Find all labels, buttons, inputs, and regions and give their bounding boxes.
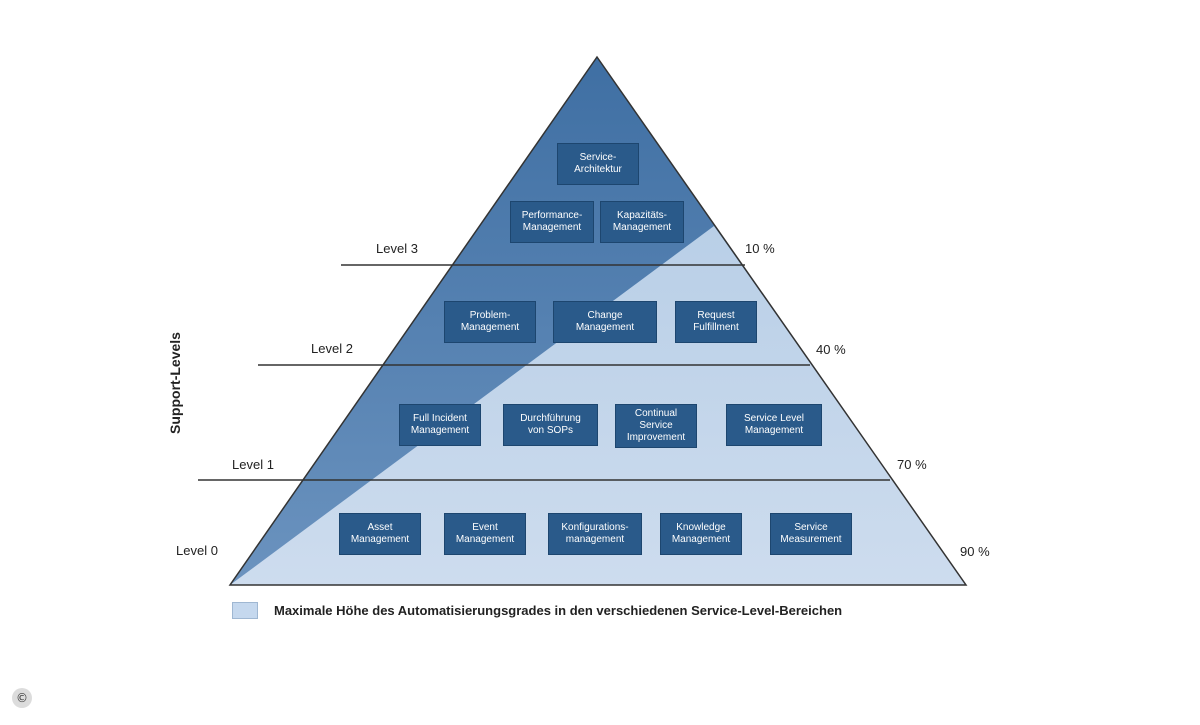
- level-0-percent: 90 %: [960, 544, 990, 559]
- service-architektur-box: Service- Architektur: [557, 143, 639, 185]
- service-level-management-box: Service Level Management: [726, 404, 822, 446]
- copyright-icon: ©: [12, 688, 32, 708]
- problem-management-box: Problem- Management: [444, 301, 536, 343]
- level-1-label: Level 1: [232, 457, 274, 472]
- request-fulfillment-box: Request Fulfillment: [675, 301, 757, 343]
- legend-text: Maximale Höhe des Automatisierungsgrades…: [274, 603, 843, 618]
- support-levels-axis-label: Support-Levels: [160, 318, 190, 448]
- asset-management-box: Asset Management: [339, 513, 421, 555]
- service-measurement-box: Service Measurement: [770, 513, 852, 555]
- kapazitaets-management-box: Kapazitäts- Management: [600, 201, 684, 243]
- support-levels-axis-text: Support-Levels: [167, 332, 183, 434]
- full-incident-management-box: Full Incident Management: [399, 404, 481, 446]
- automation-area: [230, 226, 966, 585]
- durchfuehrung-von-sops-box: Durchführung von SOPs: [503, 404, 598, 446]
- konfigurations-management-box: Konfigurations- management: [548, 513, 642, 555]
- continual-service-improvement-box: Continual Service Improvement: [615, 404, 697, 448]
- level-2-label: Level 2: [311, 341, 353, 356]
- level-3-percent: 10 %: [745, 241, 775, 256]
- performance-management-box: Performance- Management: [510, 201, 594, 243]
- level-1-percent: 70 %: [897, 457, 927, 472]
- legend: Maximale Höhe des Automatisierungsgrades…: [232, 602, 842, 619]
- level-2-percent: 40 %: [816, 342, 846, 357]
- legend-swatch: [232, 602, 258, 619]
- knowledge-management-box: Knowledge Management: [660, 513, 742, 555]
- pyramid-outline: [228, 55, 968, 586]
- level-3-label: Level 3: [376, 241, 418, 256]
- change-management-box: Change Management: [553, 301, 657, 343]
- level-0-label: Level 0: [176, 543, 218, 558]
- event-management-box: Event Management: [444, 513, 526, 555]
